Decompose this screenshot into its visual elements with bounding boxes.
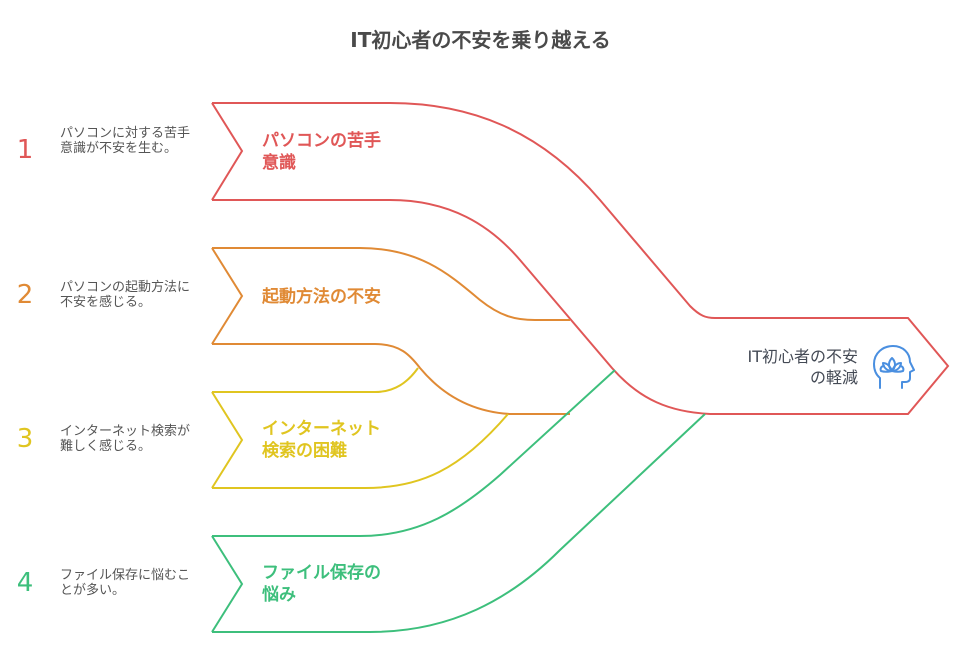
step-2-label-line1: 起動方法の不安	[262, 287, 381, 307]
step-3-label-line2: 検索の困難	[262, 441, 347, 461]
band-1-top-edge	[212, 102, 950, 415]
band-1-bottom-edge	[212, 199, 711, 415]
step-4-label-line1: ファイル保存の	[262, 563, 381, 583]
step-1-label-line1: パソコンの苦手	[262, 131, 381, 151]
band-3-chevron	[211, 391, 244, 489]
band-2-bottom-edge	[212, 343, 570, 415]
outcome-label-line2: の軽減	[809, 368, 858, 387]
step-3-label-line1: インターネット	[262, 419, 381, 439]
band-2-chevron	[211, 247, 244, 345]
step-1-description: パソコンに対する苦手意識が不安を生む。	[60, 126, 191, 156]
band-4-chevron	[211, 535, 244, 633]
outcome-label: IT初心者の不安 の軽減	[700, 346, 859, 388]
step-1-label-line2: 意識	[262, 153, 296, 173]
step-2-label: 起動方法の不安	[262, 286, 412, 308]
band-2-top-edge	[212, 247, 570, 321]
band-4-top-edge	[212, 369, 616, 537]
step-2-description: パソコンの起動方法に不安を感じる。	[60, 280, 191, 310]
step-3-label: インターネット 検索の困難	[262, 418, 412, 462]
band-4-bottom-edge	[212, 413, 706, 633]
step-4-number: 4	[16, 568, 34, 598]
outcome-label-line1: IT初心者の不安	[747, 347, 859, 366]
page-title: IT初心者の不安を乗り越える	[350, 28, 611, 52]
band-3-top-edge	[212, 367, 419, 393]
mind-lotus-icon	[872, 344, 916, 390]
step-1-number: 1	[16, 135, 34, 165]
band-1-chevron	[211, 102, 244, 201]
step-4-label-line2: 悩み	[262, 585, 296, 605]
step-3-number: 3	[16, 424, 34, 454]
step-1-label: パソコンの苦手 意識	[262, 130, 412, 174]
step-3-description: インターネット検索が難しく感じる。	[60, 424, 191, 454]
step-2-number: 2	[16, 280, 34, 310]
band-3-bottom-edge	[212, 413, 509, 489]
step-4-label: ファイル保存の 悩み	[262, 562, 412, 606]
step-4-description: ファイル保存に悩むことが多い。	[60, 568, 191, 598]
